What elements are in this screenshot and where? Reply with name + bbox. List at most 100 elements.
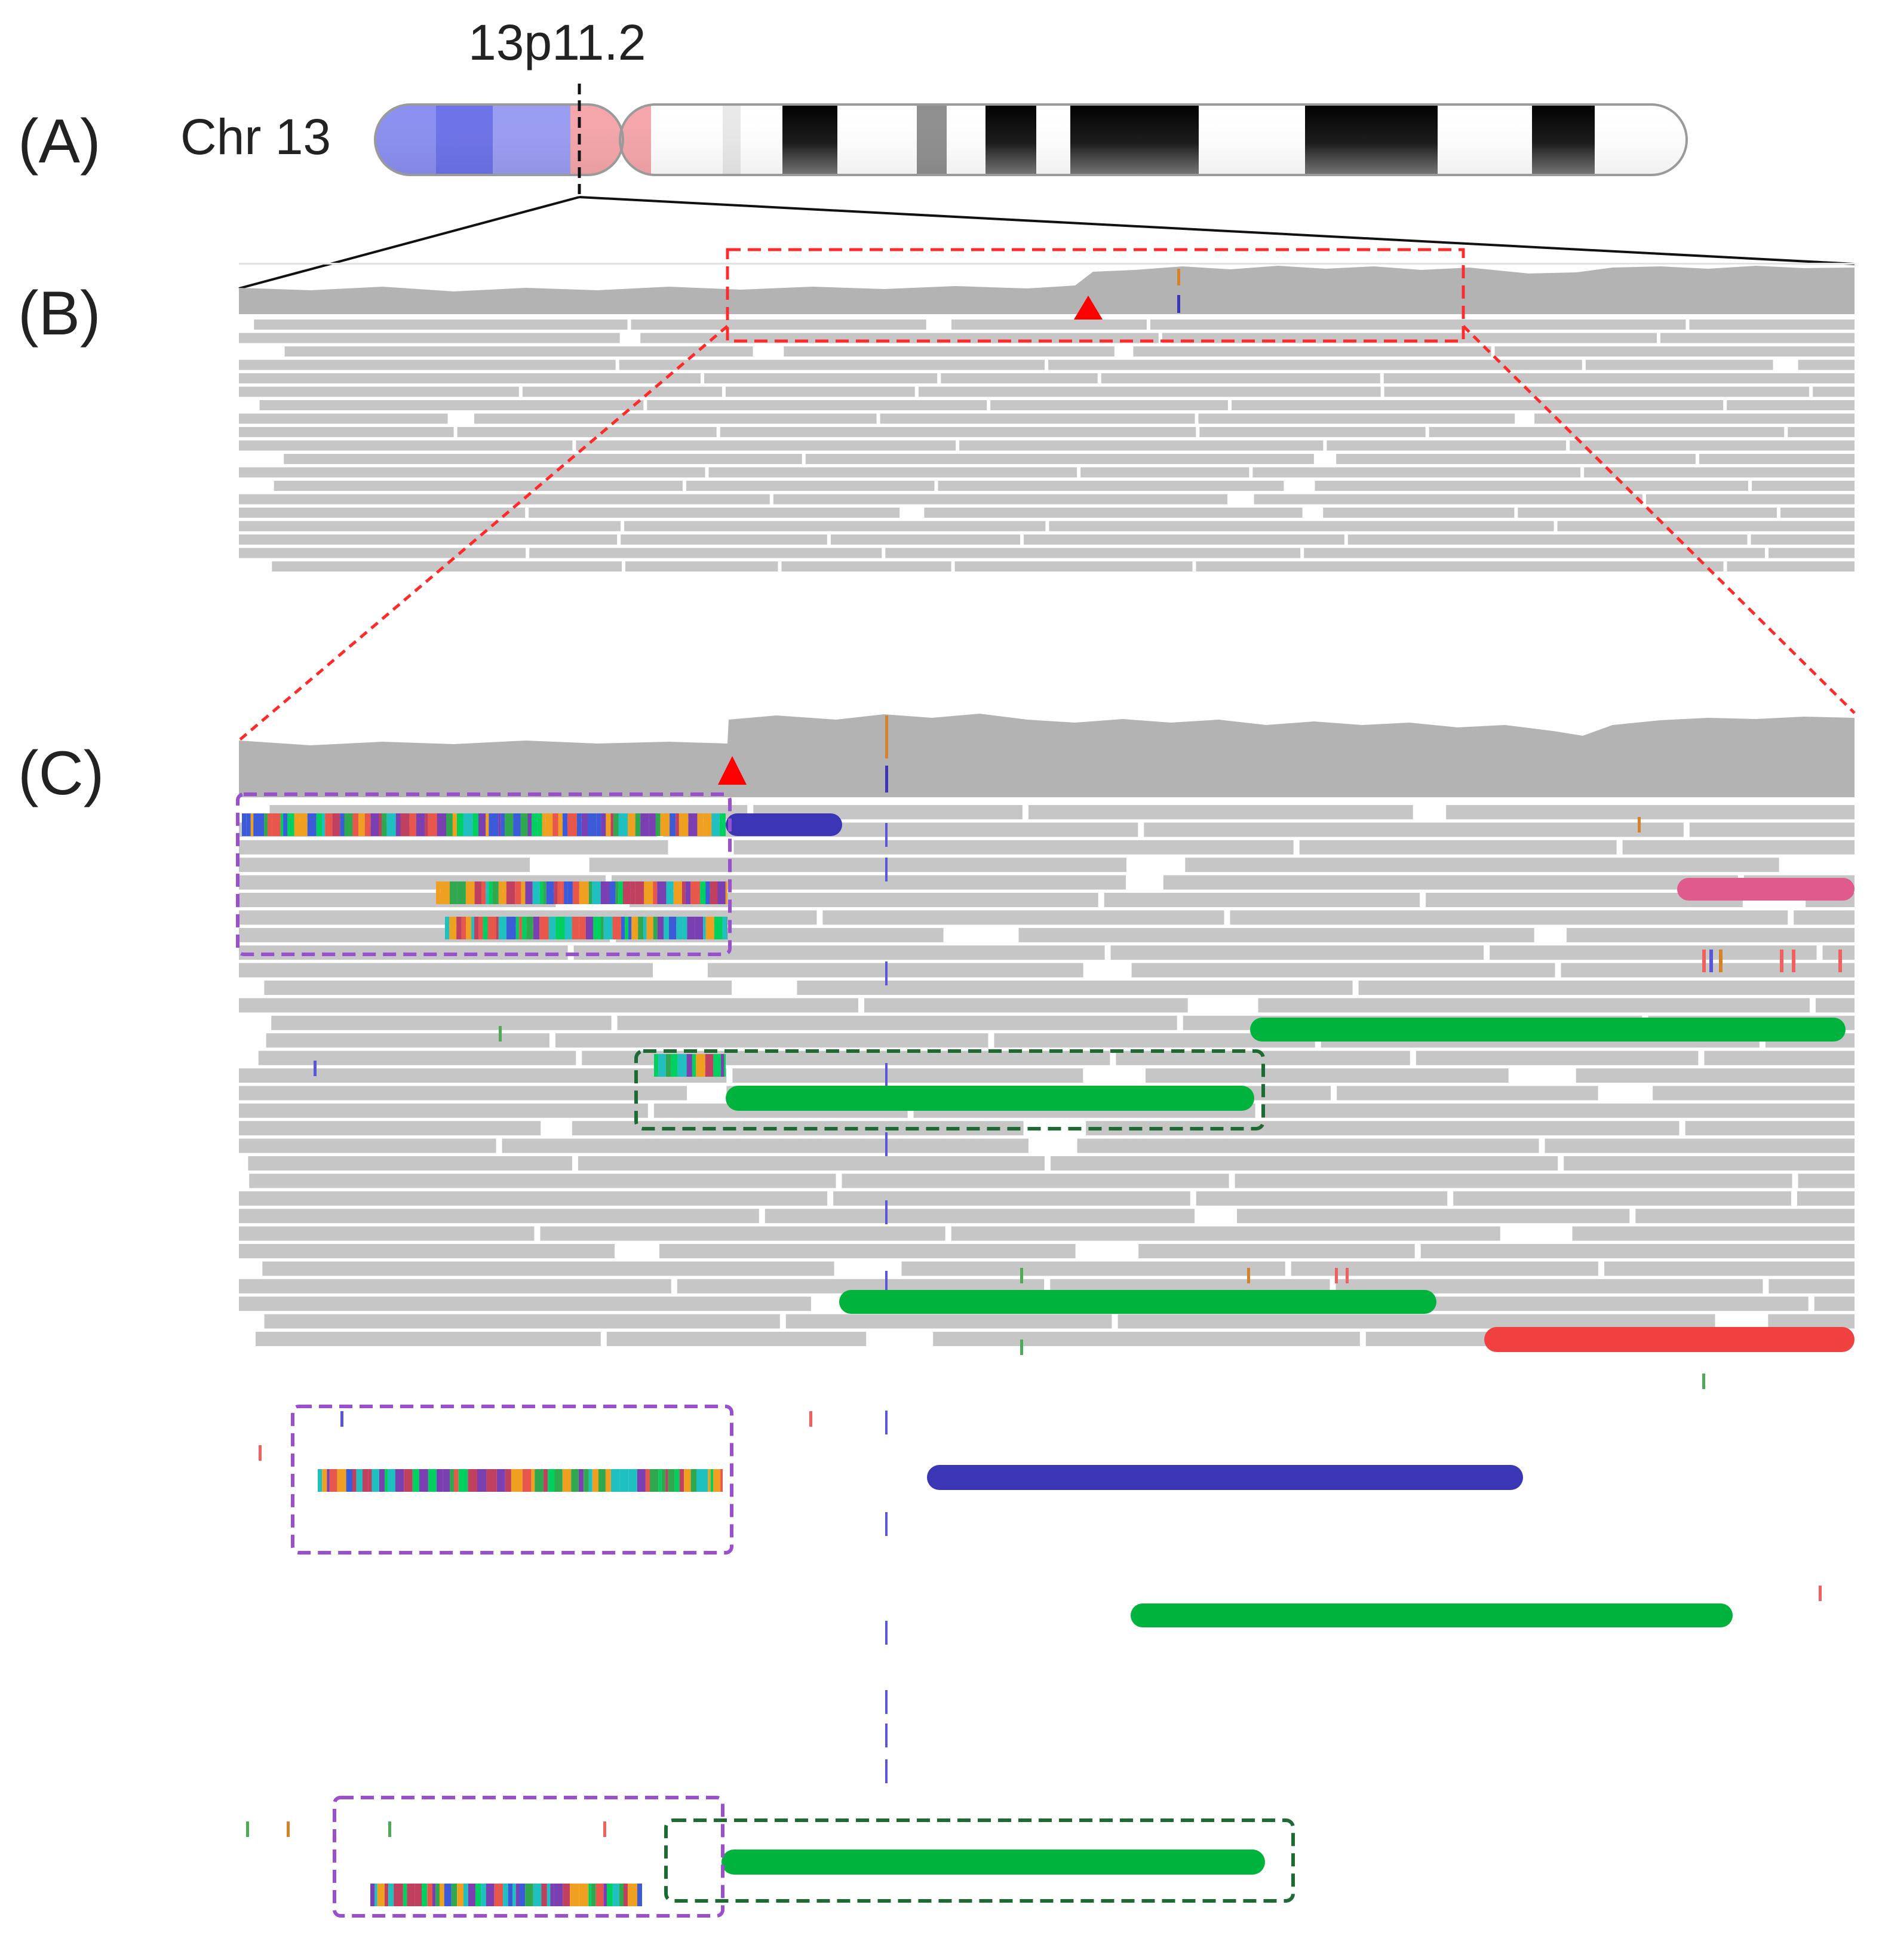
soft-clip-stripe bbox=[595, 1884, 604, 1906]
read bbox=[830, 534, 1020, 545]
read bbox=[1557, 521, 1855, 532]
read bbox=[239, 1068, 727, 1083]
soft-clip-stripe bbox=[655, 813, 661, 836]
mismatch bbox=[885, 961, 888, 985]
soft-clip-stripe bbox=[388, 1469, 395, 1492]
read bbox=[239, 333, 620, 343]
read bbox=[1576, 1068, 1855, 1083]
soft-clip-stripe bbox=[242, 813, 247, 836]
read bbox=[1232, 400, 1724, 410]
discordant-read bbox=[1677, 878, 1855, 901]
read bbox=[1304, 548, 1765, 558]
read bbox=[842, 1173, 1229, 1188]
mismatch bbox=[885, 858, 888, 881]
soft-clip-stripe bbox=[640, 813, 649, 836]
soft-clip-stripe bbox=[685, 881, 691, 904]
read bbox=[1117, 1314, 1715, 1329]
read bbox=[918, 386, 1381, 397]
soft-clip-stripe bbox=[658, 1469, 662, 1492]
soft-clip-stripe bbox=[395, 813, 401, 836]
read bbox=[1299, 840, 1617, 855]
soft-clip-stripe bbox=[478, 813, 486, 836]
soft-clip-stripe bbox=[487, 917, 496, 939]
read bbox=[1689, 320, 1855, 330]
read bbox=[239, 508, 526, 518]
read bbox=[262, 1261, 834, 1276]
soft-clip-stripe bbox=[579, 917, 586, 939]
soft-clip-stripe bbox=[618, 813, 628, 836]
read bbox=[1814, 1297, 1855, 1311]
soft-clip-stripe bbox=[610, 1469, 620, 1492]
soft-clip-stripe bbox=[722, 917, 727, 939]
soft-clip-stripe bbox=[374, 1884, 377, 1906]
soft-clip-stripe bbox=[539, 917, 549, 939]
read bbox=[1104, 893, 1420, 907]
soft-clip-stripe bbox=[606, 813, 611, 836]
read bbox=[1254, 494, 1642, 505]
soft-clip-stripe bbox=[436, 881, 441, 904]
mismatch bbox=[1819, 1586, 1822, 1601]
read bbox=[833, 1191, 1190, 1206]
soft-clip-stripe bbox=[527, 813, 532, 836]
soft-clip-stripe bbox=[533, 1884, 542, 1906]
soft-clip-stripe bbox=[581, 813, 588, 836]
soft-clip-stripe bbox=[456, 813, 463, 836]
read bbox=[1048, 360, 1582, 370]
read bbox=[1150, 320, 1686, 330]
soft-clip-stripe bbox=[665, 1469, 668, 1492]
read bbox=[625, 561, 778, 572]
chromosome-ideogram: Chr 13 13p11.2 bbox=[180, 14, 1855, 290]
soft-clip-stripe bbox=[519, 917, 522, 939]
read bbox=[1585, 360, 1773, 370]
soft-clip-stripe bbox=[628, 1884, 637, 1906]
mismatch bbox=[1346, 1268, 1349, 1283]
soft-clip-stripe bbox=[714, 917, 723, 939]
read bbox=[707, 963, 1083, 978]
read bbox=[1635, 1209, 1855, 1224]
soft-clip-stripe bbox=[268, 813, 272, 836]
read bbox=[1131, 963, 1555, 978]
soft-clip-stripe bbox=[591, 1884, 596, 1906]
mismatch bbox=[885, 1621, 888, 1645]
soft-clip-stripe bbox=[653, 881, 658, 904]
read bbox=[647, 400, 987, 410]
read bbox=[1660, 333, 1855, 343]
soft-clip-stripe bbox=[567, 881, 573, 904]
read bbox=[1347, 534, 1748, 545]
soft-clip-stripe bbox=[554, 881, 558, 904]
soft-clip-stripe bbox=[665, 1054, 671, 1077]
soft-clip-stripe bbox=[506, 881, 515, 904]
soft-clip-stripe bbox=[486, 813, 489, 836]
soft-clip-stripe bbox=[382, 813, 387, 836]
soft-clipped-read bbox=[318, 1469, 723, 1492]
soft-clip-stripe bbox=[628, 813, 635, 836]
read bbox=[239, 1297, 811, 1311]
soft-clip-stripe bbox=[477, 1469, 487, 1492]
read bbox=[1384, 386, 1810, 397]
soft-clip-stripe bbox=[486, 881, 489, 904]
soft-clip-stripe bbox=[603, 1884, 607, 1906]
read bbox=[1145, 1068, 1509, 1083]
soft-clip-stripe bbox=[545, 813, 553, 836]
soft-clip-stripe bbox=[635, 813, 641, 836]
soft-clip-stripe bbox=[283, 813, 287, 836]
soft-clip-stripe bbox=[588, 881, 592, 904]
read bbox=[1645, 494, 1855, 505]
read bbox=[1797, 1191, 1855, 1206]
read bbox=[249, 1173, 836, 1188]
read bbox=[1572, 1226, 1855, 1241]
read bbox=[686, 481, 935, 491]
soft-clip-stripe bbox=[683, 917, 687, 939]
soft-clip-stripe bbox=[468, 1469, 477, 1492]
panel-b-overview bbox=[238, 248, 1856, 742]
read bbox=[1237, 1209, 1630, 1224]
soft-clip-stripe bbox=[684, 1469, 691, 1492]
soft-clip-stripe bbox=[474, 917, 478, 939]
read bbox=[1446, 805, 1855, 819]
read bbox=[1018, 927, 1534, 942]
mismatch bbox=[885, 1200, 888, 1224]
soft-clip-stripe bbox=[660, 813, 670, 836]
soft-clip-stripe bbox=[388, 1884, 394, 1906]
soft-clip-stripe bbox=[725, 881, 727, 904]
soft-clip-stripe bbox=[327, 1469, 330, 1492]
